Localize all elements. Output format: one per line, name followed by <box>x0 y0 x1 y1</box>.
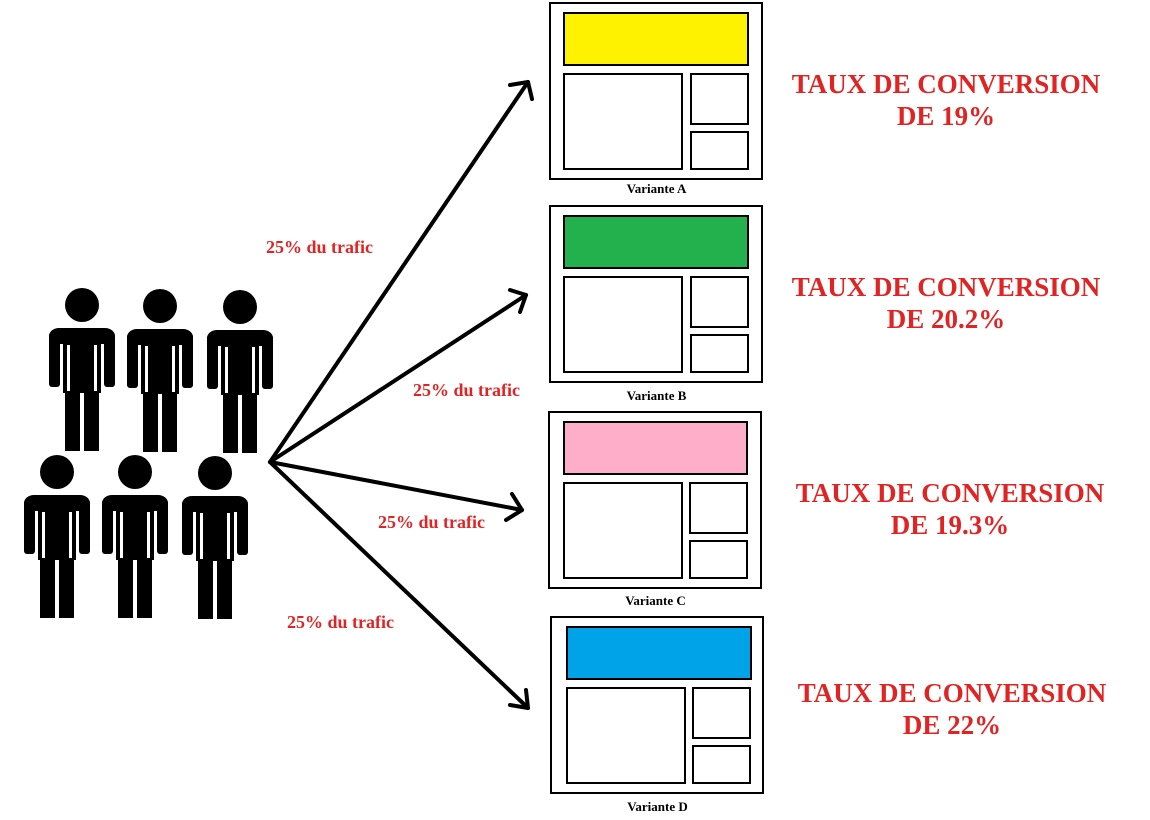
variant-b-mockup <box>549 205 763 383</box>
variant-c-side-block-top <box>689 482 748 534</box>
variant-a-mockup <box>549 2 763 180</box>
variant-c-rate-line2: DE 19.3% <box>890 510 1010 540</box>
variant-b-header-block <box>563 215 749 269</box>
traffic-label-a: 25% du trafic <box>266 237 373 257</box>
variant-a-label: Variante A <box>626 181 687 196</box>
arrow-to-variant-b <box>268 293 528 464</box>
arrowhead-d <box>508 688 530 710</box>
variant-a-header-block <box>563 12 749 66</box>
variant-c-header-block <box>563 421 748 475</box>
variant-d-header-block <box>566 626 752 680</box>
traffic-label-b: 25% du trafic <box>413 380 520 400</box>
variant-a-side-block-top <box>690 73 749 125</box>
people-group <box>24 288 273 619</box>
variant-c-rate-line1: TAUX DE CONVERSION <box>795 478 1105 508</box>
variant-d-rate-line2: DE 22% <box>902 710 1002 740</box>
variant-b-side-block-bottom <box>690 334 749 373</box>
arrow-to-variant-a <box>268 80 530 464</box>
variant-a-rate-line1: TAUX DE CONVERSION <box>791 69 1101 99</box>
variant-c-label: Variante C <box>625 593 686 608</box>
arrow-to-variant-c <box>268 460 524 512</box>
variant-b-label: Variante B <box>626 388 687 403</box>
variant-b-rate-line2: DE 20.2% <box>886 304 1006 334</box>
variant-a-side-block-bottom <box>690 131 749 170</box>
variant-b-main-block <box>563 276 683 373</box>
person-icon <box>127 289 193 452</box>
variant-c-conversion-rate: TAUX DE CONVERSION DE 19.3% <box>770 477 1130 541</box>
variant-c-mockup <box>548 411 762 589</box>
variant-d-side-block-bottom <box>692 745 751 784</box>
arrow-to-variant-d <box>268 460 530 710</box>
variant-d-label: Variante D <box>627 799 688 814</box>
person-icon <box>182 456 248 619</box>
variant-d-mockup <box>550 616 764 794</box>
variant-d-conversion-rate: TAUX DE CONVERSION DE 22% <box>772 677 1132 741</box>
person-icon <box>102 455 168 618</box>
variant-c-side-block-bottom <box>689 540 748 579</box>
arrowhead-c <box>504 492 524 522</box>
person-icon <box>49 288 115 451</box>
person-icon <box>207 290 273 453</box>
person-icon <box>24 455 90 618</box>
traffic-label-d: 25% du trafic <box>287 612 394 632</box>
variant-d-side-block-top <box>692 687 751 739</box>
arrowhead-a <box>508 80 534 101</box>
arrowhead-b <box>508 288 528 314</box>
variant-b-side-block-top <box>690 276 749 328</box>
variant-d-rate-line1: TAUX DE CONVERSION <box>797 678 1107 708</box>
variant-a-conversion-rate: TAUX DE CONVERSION DE 19% <box>766 68 1126 132</box>
variant-b-rate-line1: TAUX DE CONVERSION <box>791 272 1101 302</box>
traffic-label-c: 25% du trafic <box>378 512 485 532</box>
variant-a-main-block <box>563 73 683 170</box>
variant-a-rate-line2: DE 19% <box>896 101 996 131</box>
variant-d-main-block <box>566 687 686 784</box>
variant-c-main-block <box>563 482 683 579</box>
variant-b-conversion-rate: TAUX DE CONVERSION DE 20.2% <box>766 271 1126 335</box>
